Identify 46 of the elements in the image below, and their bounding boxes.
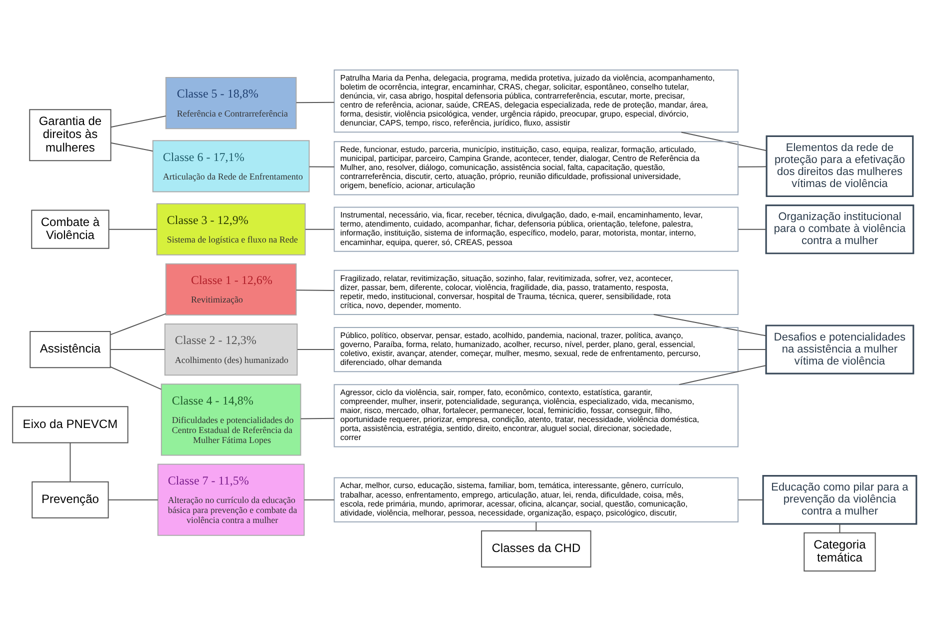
connector <box>110 142 154 152</box>
node-box: Patrulha Maria da Penha, delegacia, programa, medida protetiva, juizado da violência, acompanhamento, boletim de ocorrência, integrar, encaminhar, CRAS, chegar, solicitar, espontâneo, conselho tutelar, denúncia, vir, casa abrigo, hospital defensoria pública, contrarreferência, escutar, morte, precisar, centro de referência, acionar, saúde, CREAS, delegacia especializada, rede de proteção, mandar, área, forma, desistir, violência psicológica, vender, urgência rápido, preocupar, grupo, especial, divórcio, denunciar, CAPS, tempo, risco, referência, jurídico, fluxo, assistir <box>334 70 739 133</box>
node-box: Classe 6 - 17,1% Articulação da Rede de Enfrentamento <box>152 140 310 192</box>
connector <box>304 499 335 500</box>
node-box: Classes da CHD <box>481 530 592 568</box>
connector <box>304 228 335 230</box>
node-box: Fragilizado, relatar, revitimização, situação, sozinho, falar, revitimizada, sofrer, vez, acontecer, dizer, passar, bem, diferente, colocar, violência, fragilidade, dia, passo, tratamento, resposta, repetir, medo, institucional, conversar, hospital de Trauma, técnica, querer, sensibilidade, rota crítica, novo, depender, momento. <box>334 270 739 315</box>
node-box: Categoria temática <box>804 532 876 572</box>
node-box: Desafios e potencialidades na assistência a mulher vítima de violência <box>765 324 914 374</box>
node-box: Agressor, ciclo da violência, sair, romper, fato, econômico, contexto, estatística, garantir, compreender, mulher, inserir, potencialidade, segurança, violência, especializado, vida, mecanismo, maior, risco, mercado, olhar, fortalecer, permanecer, local, feminicídio, fossar, conseguir, filho, oportunidade requerer, priorizar, empresa, condição, atento, tratar, necessidade, violência doméstica, porta, assistência, estratégia, sentido, direito, encontrar, aluguel social, direcionar, sociedade, correr <box>334 384 739 448</box>
connector <box>70 442 71 482</box>
connector <box>108 228 158 230</box>
node-box: Elementos da rede de proteção para a efetivação dos direitos das mulheres vítimas de violência <box>766 135 914 198</box>
node-box: Público, político, observar, pensar, estado, acolhido, pandemia, nacional, trazer, política, avanço, governo, Paraíba, forma, relato, humanizado, acolher, recurso, nível, perder, plano, geral, essencial, coletivo, existir, avançar, atender, começar, mulher, mesmo, sexual, rede de enfrentamento, percurso, diferenciado, olhar demanda <box>334 327 739 372</box>
connector <box>296 349 335 350</box>
connector <box>738 166 767 168</box>
node-box: Classe 2 - 12,3% Acolhimento (des) humanizado <box>164 324 298 376</box>
node-box: Achar, melhor, curso, educação, sistema, familiar, bom, temática, interessante, gênero, currículo, trabalhar, acesso, enfrentamento, emprego, articulação, atuar, lei, renda, dificuldade, coisa, mês, escola, rede primária, mundo, aprimorar, acessar, oficina, alcançar, social, questão, comunicação, atividade, violência, melhorar, pessoa, necessidade, organização, espaço, psicológico, discutir, <box>334 477 739 522</box>
connector <box>308 166 335 168</box>
node-box: Classe 1 - 12,6% Revitimização <box>165 263 297 316</box>
connector <box>738 349 767 350</box>
node-box: Rede, funcionar, estudo, parceria, município, instituição, caso, equipa, realizar, formação, articulado, municipal, participar, parceiro, Campina Grande, acontecer, tender, dialogar, Centro de Referência da Mulher, ano, resolver, diálogo, comunicação, assistência social, falta, capacitação, questão, contrarreferência, discutir, certo, atuação, próprio, reunião dificuldade, profissional universidade, origem, benefício, acionar, articulação <box>334 141 739 196</box>
connector <box>296 102 335 104</box>
node-box: Eixo da PNEVCM <box>12 406 128 444</box>
connector <box>300 418 335 420</box>
connector <box>738 228 767 230</box>
connector <box>110 116 166 128</box>
node-box: Classe 4 - 14,8% Dificuldades e potencialidades do Centro Estadual de Referência da Mulher Fátima Lopes <box>160 384 302 456</box>
node-box: Combate à Violência <box>31 210 110 249</box>
node-box: Classe 5 - 18,8% Referência e Contrarreferência <box>165 77 297 130</box>
connector <box>738 499 764 500</box>
node-box: Prevenção <box>32 481 109 518</box>
node-box: Organização institucional para o combate à violência contra a mulher <box>765 204 914 254</box>
node-box: Assistência <box>30 331 111 368</box>
connector <box>110 349 166 350</box>
node-box: Educação como pilar para a prevenção da violência contra a mulher <box>762 475 918 525</box>
node-box: Classe 3 - 12,9% Sistema de logística e fluxo na Rede <box>156 203 306 256</box>
node-box: Classe 7 - 11,5% Alteração no currículo da educação básica para prevenção e combate da violência contra a mulher <box>157 464 305 536</box>
connector <box>110 313 166 336</box>
node-box: Garantia de direitos às mulheres <box>29 109 112 162</box>
connector <box>536 521 537 532</box>
connector <box>296 290 335 291</box>
connector <box>839 524 840 534</box>
connector <box>108 499 158 500</box>
connector <box>110 366 162 390</box>
node-box: Instrumental, necessário, via, ficar, receber, técnica, divulgação, dado, e-mail, encaminhamento, levar, termo, atendimento, cuidado, acompanhar, fichar, defensoria pública, orientação, telefone, palestra, informação, instituição, sistema de informação, específico, modelo, parar, motorista, montar, interno, encaminhar, equipa, querer, só, CREAS, pessoa <box>334 206 739 252</box>
